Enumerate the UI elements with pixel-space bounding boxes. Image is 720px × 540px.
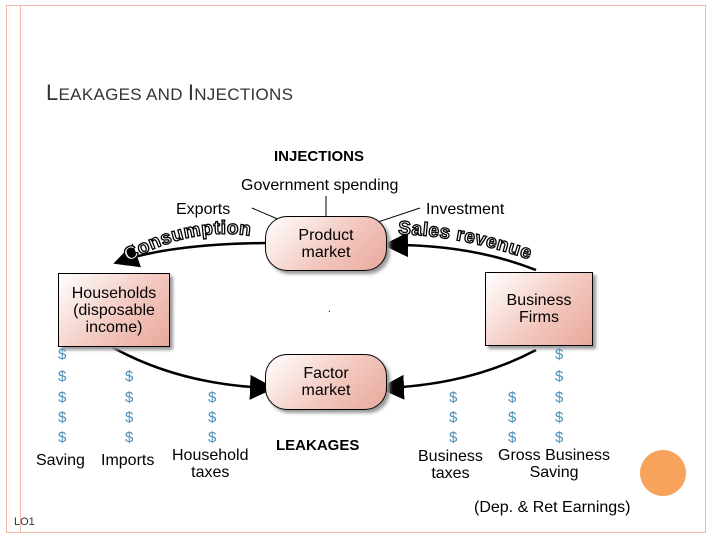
leakages-heading: LEAKAGES bbox=[276, 437, 360, 454]
consumption-label: Consumption bbox=[120, 218, 252, 267]
sales-revenue-label: Sales revenue bbox=[398, 218, 535, 264]
dep-ret-earnings-label: (Dep. & Ret Earnings) bbox=[474, 499, 631, 516]
money-drop-icon: $ bbox=[508, 409, 517, 426]
lower-right-flow-arrow bbox=[379, 348, 537, 400]
injections-heading: INJECTIONS bbox=[274, 148, 365, 165]
money-drop-icon: $ bbox=[508, 429, 517, 446]
money-drop-icon: $ bbox=[208, 429, 217, 446]
money-drop-icon: $ bbox=[125, 429, 134, 446]
consumption-flow-arrow bbox=[113, 241, 267, 268]
money-drop-icon: $ bbox=[449, 409, 458, 426]
lower-left-flow-arrow bbox=[111, 345, 275, 400]
money-drop-icon: $ bbox=[508, 389, 517, 406]
money-drop-icon: $ bbox=[125, 389, 134, 406]
money-drop-icon: $ bbox=[125, 409, 134, 426]
government-spending-label: Government spending bbox=[241, 177, 399, 194]
money-drop-icon: $ bbox=[58, 389, 67, 406]
money-drop-icon: $ bbox=[555, 389, 564, 406]
slide-title: LEAKAGES AND INJECTIONS bbox=[46, 80, 294, 105]
money-drop-icon: $ bbox=[555, 429, 564, 446]
slide-frame bbox=[6, 5, 706, 533]
money-drop-icon: $ bbox=[208, 389, 217, 406]
money-drop-icon: $ bbox=[449, 389, 458, 406]
footer-lo-label: LO1 bbox=[14, 516, 35, 528]
money-drop-icon: $ bbox=[555, 368, 564, 385]
sales-flow-arrow bbox=[383, 232, 537, 272]
money-drop-icon: $ bbox=[58, 346, 67, 363]
money-drop-icon: $ bbox=[125, 368, 134, 385]
money-drop-icon: $ bbox=[555, 409, 564, 426]
money-drop-icon: $ bbox=[58, 368, 67, 385]
investment-label: Investment bbox=[426, 201, 505, 218]
exports-label: Exports bbox=[176, 201, 231, 218]
money-drop-icon: $ bbox=[58, 429, 67, 446]
center-mark: . bbox=[328, 304, 331, 315]
saving-label: Saving bbox=[36, 452, 85, 469]
money-drop-icon: $ bbox=[449, 429, 458, 446]
decorative-orange-circle bbox=[640, 450, 686, 496]
money-drop-icon: $ bbox=[555, 346, 564, 363]
money-drop-icon: $ bbox=[208, 409, 217, 426]
slide-left-rule bbox=[20, 5, 21, 533]
imports-label: Imports bbox=[101, 452, 155, 469]
money-drop-icon: $ bbox=[58, 409, 67, 426]
